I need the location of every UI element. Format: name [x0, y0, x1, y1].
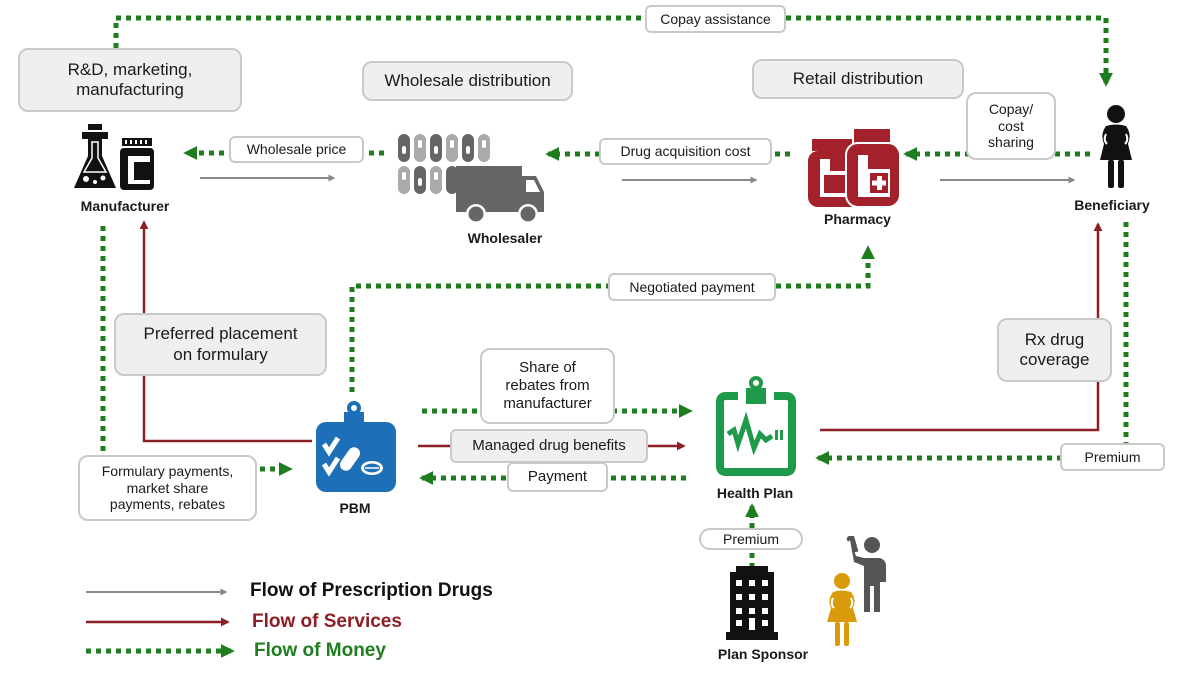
legend-services-label: Flow of Services	[252, 611, 402, 632]
money-flow-copay-assistance	[113, 15, 1113, 87]
retail-distribution-box: Retail distribution	[752, 59, 964, 99]
clipboard-pills-icon	[316, 401, 396, 492]
rx-drug-coverage-box: Rx drug coverage	[997, 318, 1112, 382]
managed-drug-benefits-box: Managed drug benefits	[450, 429, 648, 463]
pharmacy-label: Pharmacy	[824, 211, 891, 227]
money-flow-premium-beneficiary	[815, 222, 1129, 465]
premium-sponsor-label: Premium	[699, 528, 803, 550]
waving-person-icon	[846, 536, 886, 612]
medicine-bottles-icon	[808, 129, 901, 208]
legend-drugs-label: Flow of Prescription Drugs	[250, 580, 493, 601]
manufacturer-role-box: R&D, marketing, manufacturing	[18, 48, 242, 112]
service-flow-pbm-manufacturer	[139, 220, 312, 443]
health-plan-label: Health Plan	[716, 485, 794, 501]
wholesale-distribution-box: Wholesale distribution	[362, 61, 573, 101]
wholesaler-label: Wholesaler	[467, 230, 543, 246]
negotiated-payment-label: Negotiated payment	[608, 273, 776, 301]
preferred-placement-box: Preferred placement on formulary	[114, 313, 327, 376]
copay-assistance-label: Copay assistance	[645, 5, 786, 33]
legend-money-label: Flow of Money	[254, 640, 386, 661]
share-of-rebates-label: Share of rebates from manufacturer	[480, 348, 615, 424]
plan-sponsor-label: Plan Sponsor	[717, 646, 809, 662]
drug-acquisition-cost-label: Drug acquisition cost	[599, 138, 772, 165]
manufacturer-label: Manufacturer	[80, 198, 170, 214]
premium-beneficiary-label: Premium	[1060, 443, 1165, 471]
office-building-icon	[726, 566, 778, 640]
wholesale-price-label: Wholesale price	[229, 136, 364, 163]
beneficiary-label: Beneficiary	[1074, 197, 1150, 213]
payment-label: Payment	[507, 462, 608, 492]
service-flow-healthplan-beneficiary	[820, 222, 1103, 432]
pills-and-truck-icon	[398, 134, 544, 224]
woman-person-icon	[827, 573, 857, 646]
copay-cost-sharing-label: Copay/ cost sharing	[966, 92, 1056, 160]
pbm-label: PBM	[339, 500, 371, 516]
flask-and-bottle-icon	[74, 124, 154, 190]
formulary-payments-label: Formulary payments, market share payment…	[78, 455, 257, 521]
person-icon	[1100, 105, 1132, 188]
clipboard-heartbeat-icon	[716, 376, 796, 476]
